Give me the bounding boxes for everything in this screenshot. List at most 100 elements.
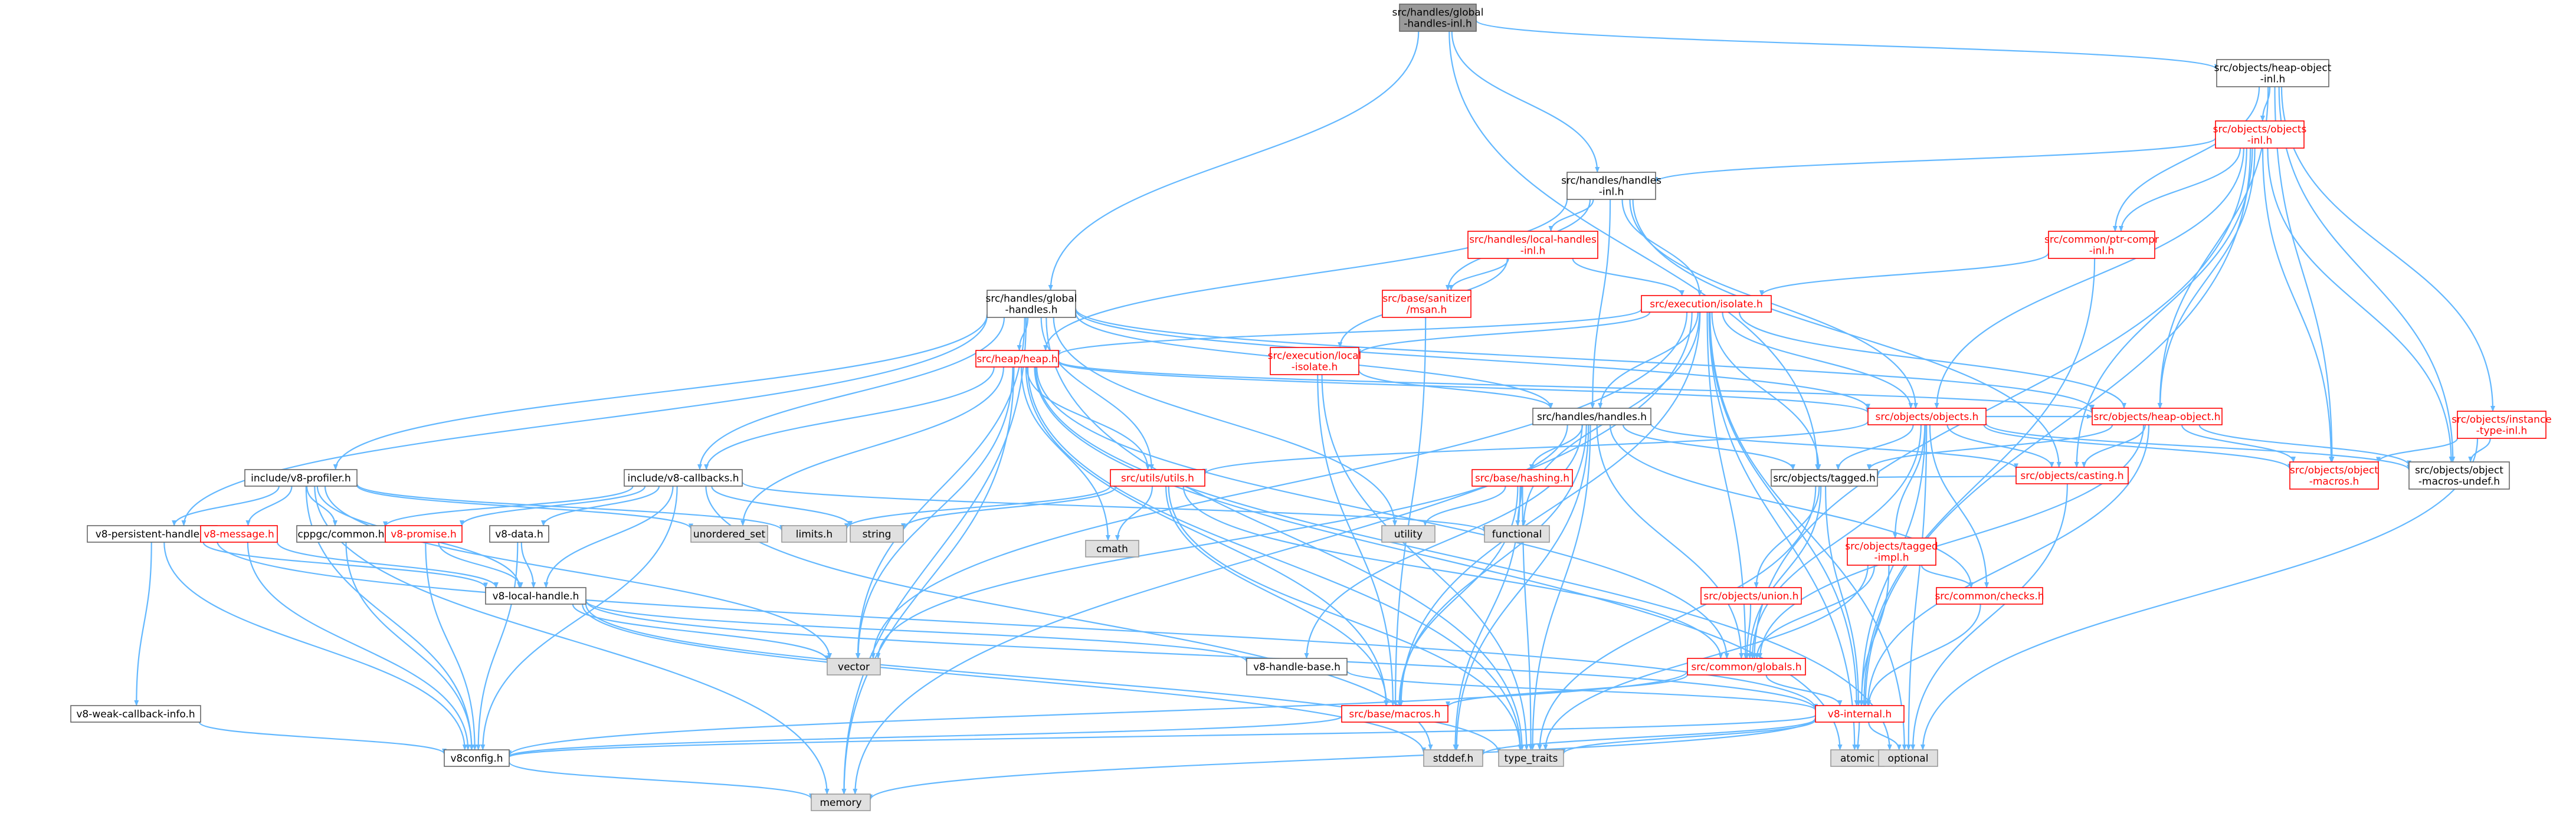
node-stddef[interactable]: stddef.h	[1423, 749, 1483, 767]
node-tagged-impl[interactable]: src/objects/tagged-impl.h	[1845, 537, 1938, 566]
edge-v8_internal-to-v8config	[507, 714, 1817, 758]
node-macros[interactable]: src/base/macros.h	[1341, 705, 1448, 723]
node-heapobj-inl[interactable]: src/objects/heap-object-inl.h	[2214, 59, 2332, 87]
edge-heap-to-macros	[1025, 366, 1389, 706]
node-v8-promise[interactable]: v8-promise.h	[385, 525, 463, 543]
node-utils[interactable]: src/utils/utils.h	[1110, 469, 1205, 487]
node-v8-local-handle[interactable]: v8-local-handle.h	[485, 587, 586, 605]
node-box	[1381, 525, 1436, 543]
node-union[interactable]: src/objects/union.h	[1700, 587, 1802, 605]
node-handles-inl[interactable]: src/handles/handles-inl.h	[1561, 172, 1661, 200]
edge-isolate-to-tagged	[1711, 312, 1821, 470]
node-v8-handle-base[interactable]: v8-handle-base.h	[1246, 658, 1348, 676]
node-limits[interactable]: limits.h	[781, 525, 847, 543]
node-box	[1085, 540, 1139, 558]
edge-globals-to-macros	[1446, 674, 1689, 707]
node-casting[interactable]: src/objects/casting.h	[2015, 467, 2129, 484]
node-v8-data[interactable]: v8-data.h	[489, 525, 549, 543]
edge-tagged-to-type_traits	[1537, 486, 1817, 750]
node-objects[interactable]: src/objects/objects.h	[1867, 408, 1987, 425]
edge-objects_inl-to-object_macros	[2262, 147, 2334, 463]
node-instance-type-inl[interactable]: src/objects/instance-type-inl.h	[2452, 411, 2552, 439]
node-isolate[interactable]: src/execution/isolate.h	[1641, 295, 1772, 313]
edge-heap-to-type_traits	[1027, 366, 1523, 750]
node-box	[2457, 411, 2546, 439]
edge-objects_inl-to-objects	[1934, 147, 2244, 409]
edge-heap_object-to-object_macros_undef	[2198, 424, 2411, 467]
node-box	[444, 749, 510, 767]
node-label: unordered_set	[693, 529, 766, 540]
node-hashing[interactable]: src/base/hashing.h	[1471, 469, 1573, 487]
node-functional[interactable]: functional	[1484, 525, 1550, 543]
edge-root-to-tagged	[1448, 31, 1820, 470]
node-label: v8-promise.h	[391, 529, 457, 540]
edge-handles-to-stddef	[1454, 424, 1589, 750]
node-tagged[interactable]: src/objects/tagged.h	[1771, 469, 1878, 487]
edge-v8config-to-memory	[508, 762, 814, 799]
edge-v8_persistent-to-v8config	[163, 542, 467, 750]
edge-v8_callbacks-to-v8_data	[541, 486, 660, 526]
node-box	[781, 525, 847, 543]
node-root[interactable]: src/handles/global-handles-inl.h	[1392, 4, 1484, 32]
node-box	[485, 587, 586, 605]
edge-heap-to-heap_object	[1057, 360, 2095, 414]
edge-global_handles-to-v8_profiler	[333, 314, 988, 470]
edge-isolate-to-objects	[1722, 312, 1913, 409]
node-label: src/objects/heap-object-inl.h	[2214, 63, 2332, 86]
edge-v8_message-to-v8config	[247, 542, 471, 750]
node-string[interactable]: string	[850, 525, 904, 543]
node-unordered-set[interactable]: unordered_set	[690, 525, 768, 543]
node-local-isolate[interactable]: src/execution/local-isolate.h	[1268, 347, 1362, 375]
node-label: src/objects/tagged.h	[1773, 473, 1876, 484]
node-v8-message[interactable]: v8-message.h	[200, 525, 278, 543]
node-label: src/handles/global-handles.h	[986, 293, 1077, 316]
node-v8-internal[interactable]: v8-internal.h	[1815, 705, 1905, 723]
edge-objects-to-optional	[1906, 424, 1928, 750]
node-box	[1341, 705, 1448, 723]
edge-objects-to-object_macros	[1983, 424, 2292, 470]
edge-v8_message-to-v8_local_handle	[276, 542, 499, 588]
node-objects-inl[interactable]: src/objects/objects-inl.h	[2213, 120, 2307, 149]
node-label: cppgc/common.h	[297, 529, 384, 540]
node-box	[296, 525, 386, 543]
node-label: src/objects/object-macros-undef.h	[2415, 465, 2503, 488]
edge-v8_callbacks-to-cppgc_common	[383, 486, 634, 527]
node-global-handles[interactable]: src/handles/global-handles.h	[986, 290, 1077, 318]
node-cmath[interactable]: cmath	[1085, 540, 1139, 558]
node-v8-weak-cb[interactable]: v8-weak-callback-info.h	[70, 705, 201, 723]
node-heap-object[interactable]: src/objects/heap-object.h	[2092, 408, 2223, 425]
node-box	[1270, 347, 1359, 375]
edge-objects_inl-to-ptr_compr_inl	[2118, 147, 2241, 232]
node-vector[interactable]: vector	[827, 658, 881, 676]
node-checks[interactable]: src/common/checks.h	[1935, 587, 2044, 605]
node-box	[987, 290, 1076, 318]
node-object-macros[interactable]: src/objects/object-macros.h	[2289, 461, 2379, 490]
node-v8-callbacks[interactable]: include/v8-callbacks.h	[624, 469, 743, 487]
node-local-handles-inl[interactable]: src/handles/local-handles-inl.h	[1467, 231, 1598, 259]
node-memory[interactable]: memory	[811, 794, 871, 811]
edge-objects-to-globals	[1750, 424, 1922, 659]
node-label: src/objects/union.h	[1703, 591, 1798, 602]
edge-utils-to-type_traits	[1168, 486, 1523, 750]
edge-heap_object-to-v8_internal	[1866, 424, 2150, 706]
node-type-traits[interactable]: type_traits	[1498, 749, 1564, 767]
edge-utils-to-limits	[844, 485, 1112, 530]
node-globals[interactable]: src/common/globals.h	[1687, 658, 1806, 676]
edge-union-to-globals	[1744, 604, 1752, 659]
node-v8-persistent[interactable]: v8-persistent-handle.h	[87, 525, 218, 543]
edge-v8_promise-to-v8config	[425, 542, 477, 750]
node-box	[1847, 537, 1936, 566]
edge-handles_inl-to-local_handles_inl	[1548, 199, 1594, 232]
node-handles[interactable]: src/handles/handles.h	[1532, 408, 1651, 425]
node-utility[interactable]: utility	[1381, 525, 1436, 543]
node-heap[interactable]: src/heap/heap.h	[975, 350, 1059, 368]
node-cppgc-common[interactable]: cppgc/common.h	[296, 525, 386, 543]
node-msan[interactable]: src/base/sanitizer/msan.h	[1382, 290, 1471, 318]
node-atomic[interactable]: atomic	[1830, 749, 1885, 767]
edge-utils-to-globals	[1182, 486, 1723, 659]
node-optional[interactable]: optional	[1878, 749, 1938, 767]
node-ptr-compr-inl[interactable]: src/common/ptr-compr-inl.h	[2044, 231, 2159, 259]
node-object-macros-undef[interactable]: src/objects/object-macros-undef.h	[2408, 461, 2510, 490]
node-v8-profiler[interactable]: include/v8-profiler.h	[244, 469, 358, 487]
node-v8config[interactable]: v8config.h	[444, 749, 510, 767]
